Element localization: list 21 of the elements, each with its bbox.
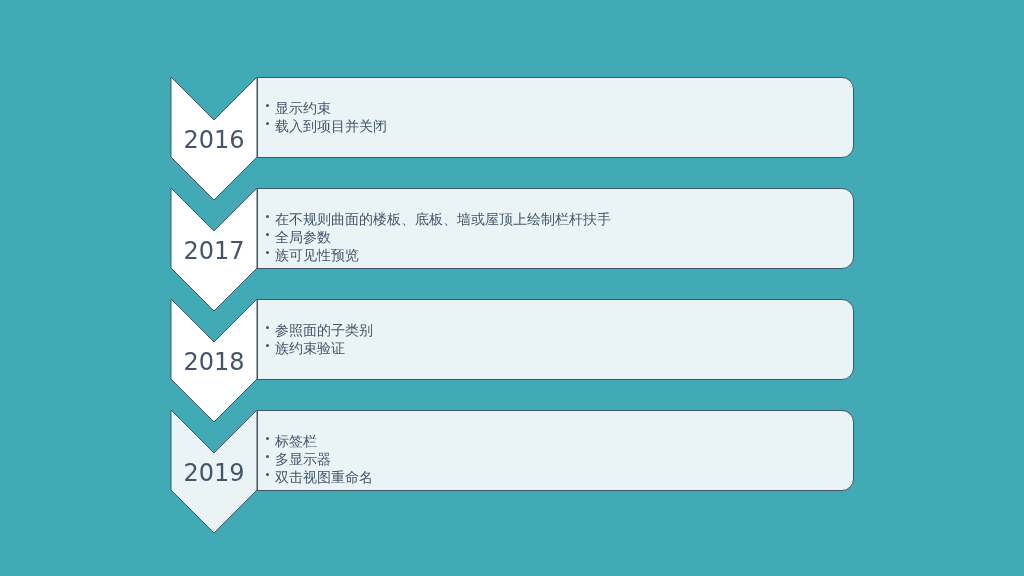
year-tab xyxy=(171,77,257,200)
text-panel xyxy=(257,299,854,380)
list-item: 族约束验证 xyxy=(275,339,345,357)
year-tab xyxy=(171,188,257,311)
list-item: 标签栏 xyxy=(275,432,317,450)
year-tab xyxy=(171,410,257,533)
list-item: 参照面的子类别 xyxy=(275,321,373,339)
list-item: 载入到项目并关闭 xyxy=(275,117,387,135)
text-panel xyxy=(257,77,854,158)
list-item: 多显示器 xyxy=(275,450,331,468)
list-item: 显示约束 xyxy=(275,99,331,117)
list-item: 双击视图重命名 xyxy=(275,468,373,486)
text-panel xyxy=(257,188,854,269)
list-item: 在不规则曲面的楼板、底板、墙或屋顶上绘制栏杆扶手 xyxy=(275,210,611,228)
list-item: 族可见性预览 xyxy=(275,246,359,264)
year-label: 2019 xyxy=(182,458,246,488)
list-item: 全局参数 xyxy=(275,228,331,246)
year-label: 2017 xyxy=(182,236,246,266)
year-tab xyxy=(171,299,257,422)
year-label: 2018 xyxy=(182,347,246,377)
year-label: 2016 xyxy=(182,125,246,155)
